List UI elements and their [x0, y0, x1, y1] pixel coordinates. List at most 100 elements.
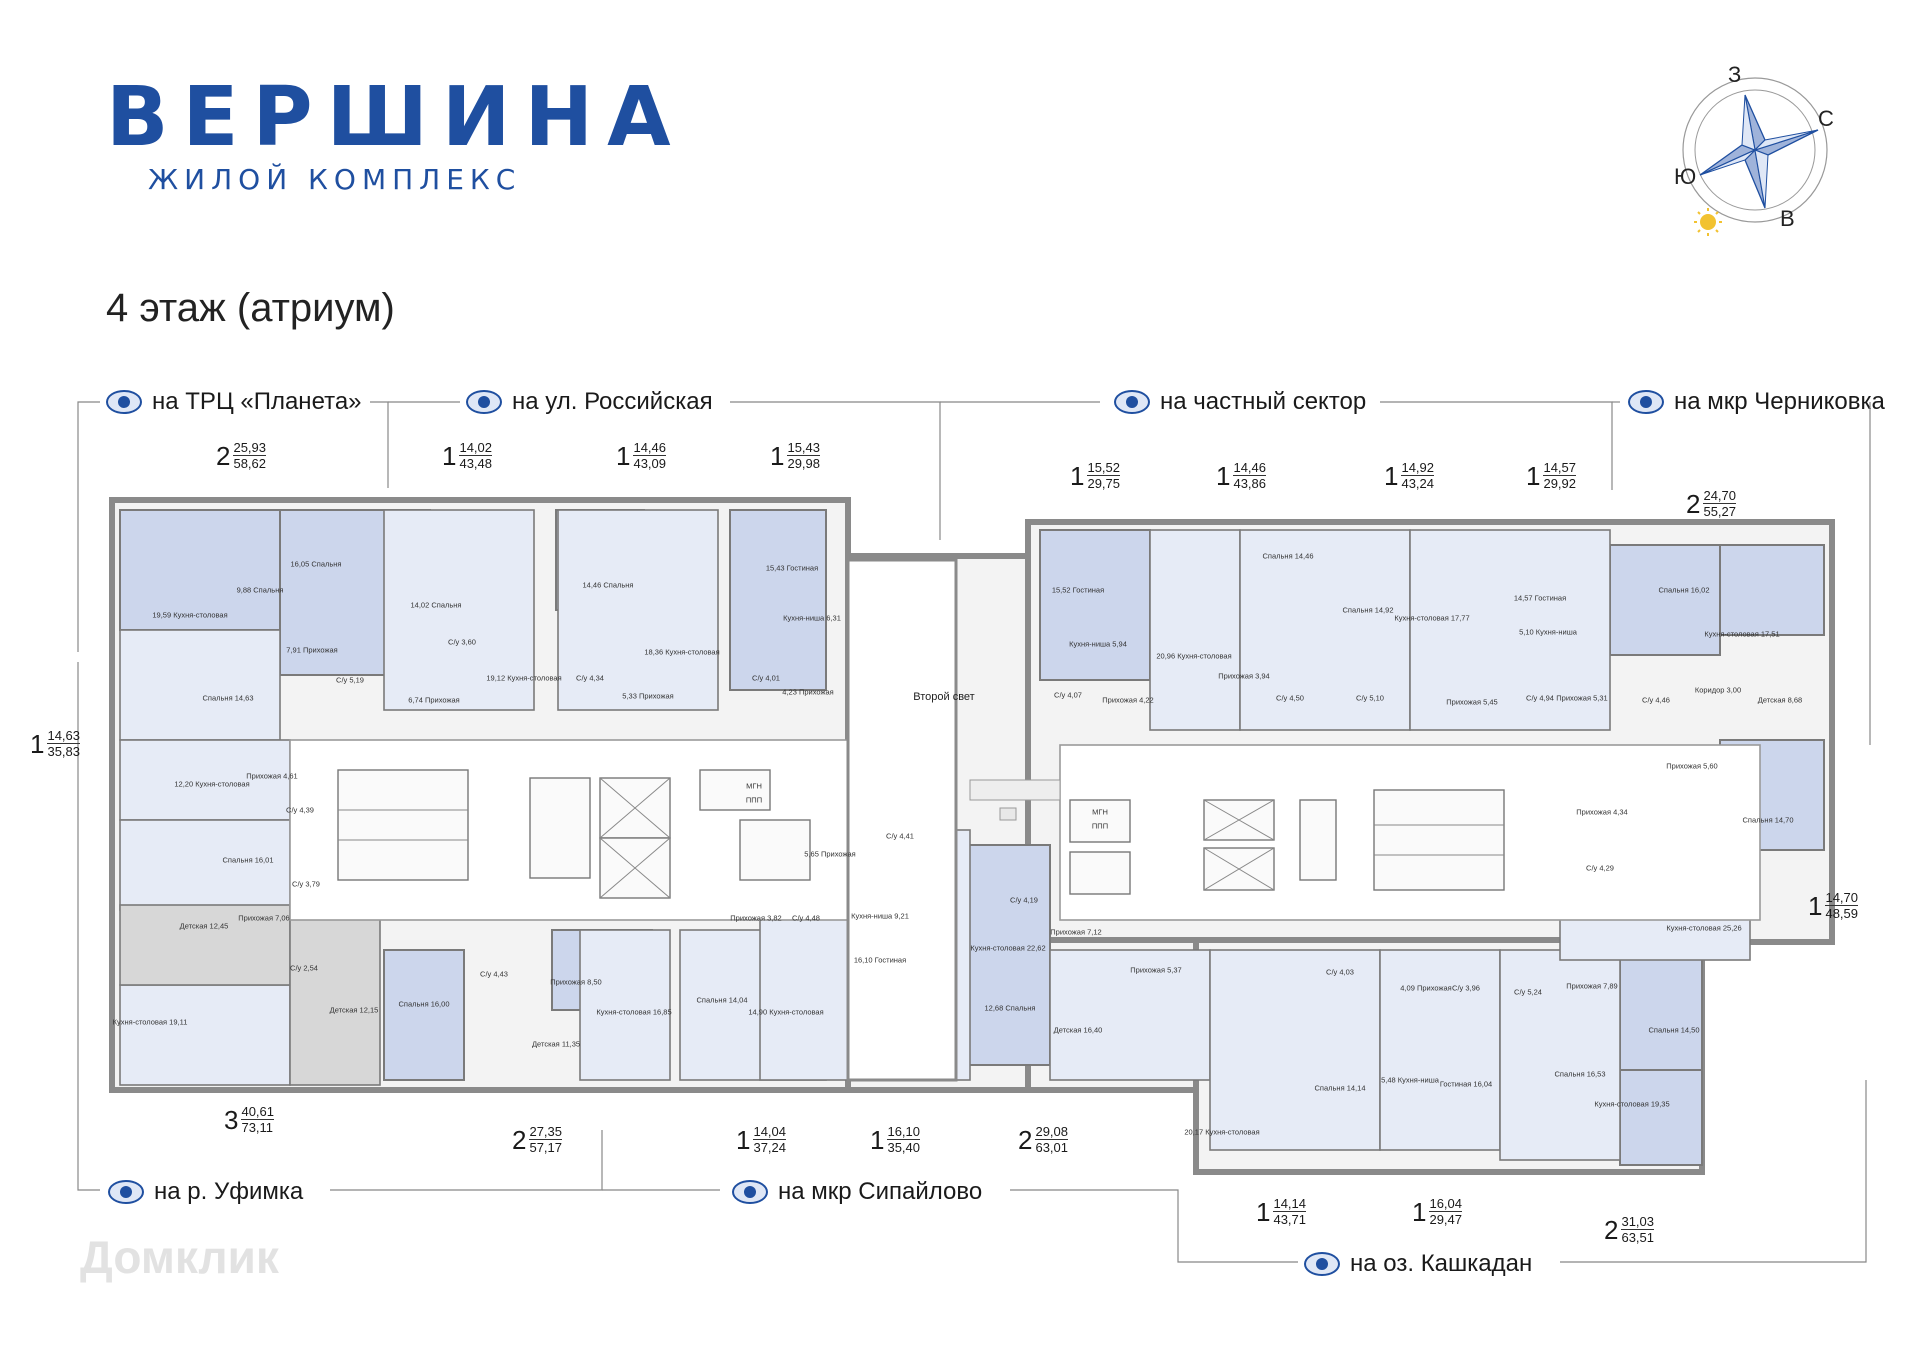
room-label: 9,88 Спальня	[236, 585, 284, 595]
room-label: 18,36 Кухня-столовая	[644, 647, 720, 657]
room-label: 14,57 Гостиная	[1513, 593, 1567, 603]
room-label: С/у 4,46	[1642, 695, 1670, 705]
eye-icon	[466, 390, 502, 414]
room-label: Спальня 14,63	[202, 693, 254, 703]
room-label: С/у 4,50	[1276, 693, 1304, 703]
room-label: Кухня-ниша 5,94	[1069, 639, 1127, 649]
view-label-planeta: на ТРЦ «Планета»	[106, 388, 362, 416]
compass: З С Ю В	[1660, 60, 1850, 250]
room-label: 14,46 Спальня	[582, 580, 634, 590]
room-label: Прихожая 5,31	[1556, 693, 1608, 703]
room-label: Спальня 16,02	[1658, 585, 1710, 595]
eye-icon	[1114, 390, 1150, 414]
room-label: Кухня-столовая 19,11	[112, 1017, 188, 1027]
room-label: 12,68 Спальня	[984, 1003, 1036, 1013]
compass-north: С	[1818, 106, 1834, 131]
eye-icon	[106, 390, 142, 414]
room-label: Прихожая 4,61	[246, 771, 298, 781]
room-label: Коридор 3,00	[1694, 685, 1742, 695]
room-label: Спальня 16,00	[398, 999, 450, 1009]
room-label: Детская 12,15	[329, 1005, 379, 1015]
room-label: Прихожая 8,50	[550, 977, 602, 987]
ppp-label: ППП	[745, 795, 763, 805]
room-label: Прихожая 5,60	[1666, 761, 1718, 771]
room-label: С/у 4,29	[1586, 863, 1614, 873]
room-label: Детская 16,40	[1053, 1025, 1103, 1035]
room-label: 15,43 Гостиная	[765, 563, 819, 573]
room-label: Прихожая 3,82	[730, 913, 782, 923]
room-label: 4,09 Прихожая	[1400, 983, 1452, 993]
logo-title: ВЕРШИНА	[106, 70, 685, 165]
compass-east: В	[1780, 206, 1795, 231]
room-label: 14,90 Кухня-столовая	[748, 1007, 824, 1017]
view-label-ufimka: на р. Уфимка	[108, 1178, 303, 1206]
room-label: Кухня-ниша 6,31	[783, 613, 841, 623]
room-label: 20,96 Кухня-столовая	[1156, 651, 1232, 661]
room-label: С/у 4,39	[286, 805, 314, 815]
eye-icon	[1628, 390, 1664, 414]
room-label: 5,10 Кухня-ниша	[1519, 627, 1577, 637]
room-label: С/у 4,43	[480, 969, 508, 979]
room-label: 16,10 Гостиная	[853, 955, 907, 965]
room-label: С/у 5,19	[336, 675, 364, 685]
floor-title: 4 этаж (атриум)	[106, 286, 395, 330]
lift-label: МГН	[1092, 807, 1108, 817]
room-label: Прихожая 5,45	[1446, 697, 1498, 707]
room-label: Спальня 16,53	[1554, 1069, 1606, 1079]
eye-icon	[732, 1180, 768, 1204]
room-label: С/у 5,10	[1356, 693, 1384, 703]
compass-rose-icon	[1682, 77, 1828, 236]
room-label: С/у 5,24	[1514, 987, 1542, 997]
room-label: С/у 3,60	[448, 637, 476, 647]
room-label: 5,65 Прихожая	[804, 849, 856, 859]
room-label: Прихожая 5,37	[1130, 965, 1182, 975]
room-label: С/у 4,34	[576, 673, 604, 683]
view-label-private: на частный сектор	[1114, 388, 1366, 416]
room-label: С/у 4,01	[752, 673, 780, 683]
room-label: С/у 4,19	[1010, 895, 1038, 905]
room-label: 6,74 Прихожая	[408, 695, 460, 705]
room-label: С/у 4,41	[886, 831, 914, 841]
room-label: Спальня 14,14	[1314, 1083, 1366, 1093]
room-label: 5,33 Прихожая	[622, 691, 674, 701]
room-label: Прихожая 7,89	[1566, 981, 1618, 991]
room-label: Кухня-столовая 17,77	[1394, 613, 1470, 623]
room-label: С/у 4,94	[1526, 693, 1554, 703]
room-label: Спальня 16,01	[222, 855, 274, 865]
watermark: Домклик	[80, 1231, 279, 1283]
room-label: Кухня-столовая 22,62	[970, 943, 1046, 953]
eye-icon	[108, 1180, 144, 1204]
logo-subtitle: ЖИЛОЙ КОМПЛЕКС	[148, 163, 522, 196]
room-label: С/у 3,79	[292, 879, 320, 889]
room-label: Кухня-столовая 25,26	[1666, 923, 1742, 933]
room-label: 19,12 Кухня-столовая	[486, 673, 562, 683]
room-label: Прихожая 4,34	[1576, 807, 1628, 817]
room-label: Прихожая 3,94	[1218, 671, 1270, 681]
room-label: Спальня 14,92	[1342, 605, 1394, 615]
ppp-label: ППП	[1091, 821, 1109, 831]
room-label: Детская 12,45	[179, 921, 229, 931]
room-label: Кухня-столовая 16,85	[596, 1007, 672, 1017]
room-label: Спальня 14,70	[1742, 815, 1794, 825]
room-label: 7,91 Прихожая	[286, 645, 338, 655]
room-label: Прихожая 4,22	[1102, 695, 1154, 705]
